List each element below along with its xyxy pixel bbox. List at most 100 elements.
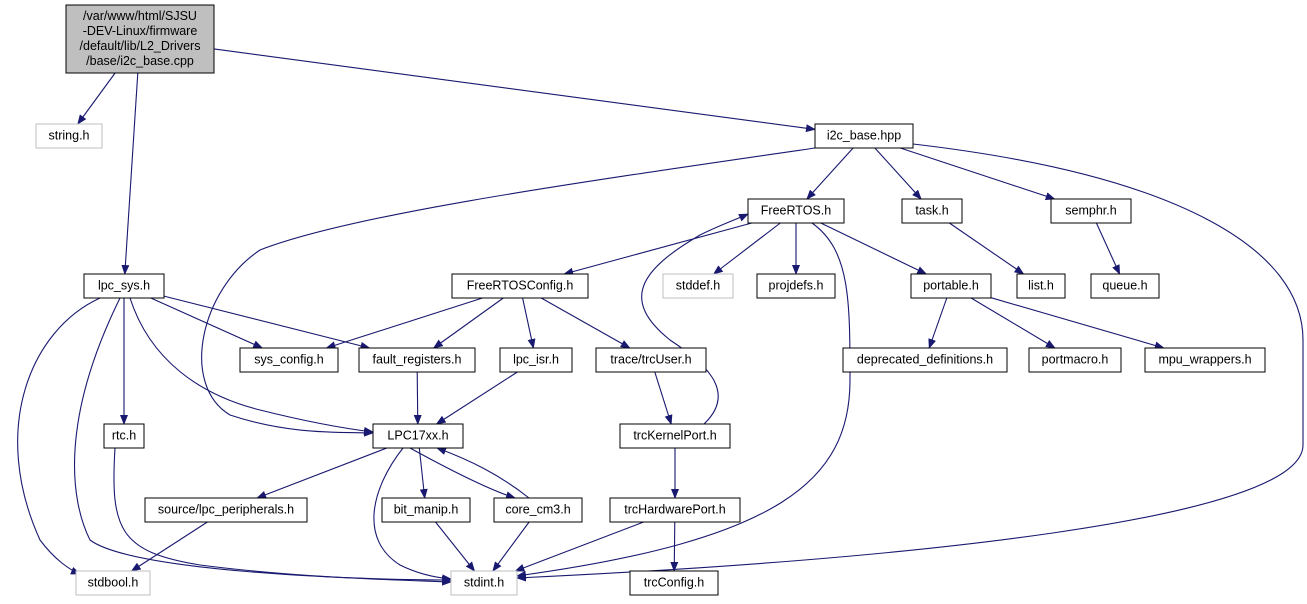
node-box xyxy=(493,497,583,523)
node-box xyxy=(609,497,741,523)
node-label: rtc.h xyxy=(112,428,136,442)
node-label: stdint.h xyxy=(464,575,504,589)
node-sys-config-h[interactable]: sys_config.h xyxy=(239,347,339,373)
node-label: FreeRTOSConfig.h xyxy=(467,278,574,292)
edge-core-cm3-h-to-lpc17xx-h xyxy=(436,447,530,499)
node-fault-registers-h[interactable]: fault_registers.h xyxy=(358,347,476,373)
node-trcuser-h[interactable]: trace/trcUser.h xyxy=(595,347,707,373)
edge-freertosconfig-h-to-sys-config-h xyxy=(325,297,483,350)
edge-lpc17xx-h-to-stdint-h xyxy=(373,447,452,583)
nodes-layer: /var/www/html/SJSU-DEV-Linux/firmware/de… xyxy=(35,4,1266,596)
node-queue-h[interactable]: queue.h xyxy=(1090,273,1160,299)
node-bit-manip-h[interactable]: bit_manip.h xyxy=(381,497,471,523)
edge-freertosconfig-h-to-lpc-isr-h xyxy=(522,297,536,349)
node-box xyxy=(381,497,471,523)
node-box xyxy=(910,273,992,299)
node-core-cm3-h[interactable]: core_cm3.h xyxy=(493,497,583,523)
edge-freertosconfig-h-to-trcuser-h xyxy=(540,297,631,349)
edge-lpc17xx-h-to-source-lpc-peripherals-h xyxy=(256,447,388,499)
edge-lpc-sys-h-to-sys-config-h xyxy=(150,297,264,349)
edge-freertos-h-to-portable-h xyxy=(820,222,928,275)
node-label: fault_registers.h xyxy=(373,352,462,366)
node-box xyxy=(239,347,339,373)
edge-core-cm3-h-to-stdint-h xyxy=(492,521,530,572)
node-lpc-sys-h[interactable]: lpc_sys.h xyxy=(83,273,165,299)
node-list-h[interactable]: list.h xyxy=(1016,273,1066,299)
edge-freertos-h-to-freertosconfig-h xyxy=(563,222,752,276)
edge-bit-manip-h-to-stdint-h xyxy=(435,521,476,572)
node-box xyxy=(83,273,165,299)
node-box xyxy=(358,347,476,373)
node-lpc-isr-h[interactable]: lpc_isr.h xyxy=(499,347,573,373)
node-label: trcKernelPort.h xyxy=(633,428,716,442)
edge-task-h-to-list-h xyxy=(949,222,1025,275)
edge-lpc17xx-h-to-core-cm3-h xyxy=(409,447,516,500)
node-box xyxy=(1090,273,1160,299)
edge-semphr-h-to-queue-h xyxy=(1095,222,1121,275)
node-label: lpc_sys.h xyxy=(98,278,150,292)
edge-portable-h-to-portmacro-h xyxy=(970,297,1056,349)
node-box xyxy=(103,423,145,449)
node-trchardwareport-h[interactable]: trcHardwarePort.h xyxy=(609,497,741,523)
node-deprecated-definitions-h[interactable]: deprecated_definitions.h xyxy=(842,347,1008,373)
node-freertos-h[interactable]: FreeRTOS.h xyxy=(747,198,845,224)
edge-trckernelport-h-to-freertos-h xyxy=(641,213,749,425)
node-label: portable.h xyxy=(923,278,979,292)
node-string-h[interactable]: string.h xyxy=(35,123,103,149)
node-semphr-h[interactable]: semphr.h xyxy=(1050,198,1132,224)
node-freertosconfig-h[interactable]: FreeRTOSConfig.h xyxy=(451,273,589,299)
node-label: deprecated_definitions.h xyxy=(857,352,993,366)
node-label: -DEV-Linux/firmware xyxy=(83,24,198,38)
edge-freertos-h-to-stddef-h xyxy=(712,222,781,275)
node-label: queue.h xyxy=(1102,278,1147,292)
node-label: FreeRTOS.h xyxy=(761,203,831,217)
node-box xyxy=(451,273,589,299)
node-stdint-h[interactable]: stdint.h xyxy=(450,570,518,596)
edge-lpc-isr-h-to-lpc17xx-h xyxy=(435,371,518,425)
node-label: stddef.h xyxy=(676,278,721,292)
node-label: sys_config.h xyxy=(254,352,324,366)
edge-rtc-h-to-stdint-h xyxy=(113,447,452,586)
node-mpu-wrappers-h[interactable]: mpu_wrappers.h xyxy=(1144,347,1266,373)
edge-i2c-base-hpp-to-freertos-h xyxy=(806,147,854,200)
node-label: trace/trcUser.h xyxy=(610,352,691,366)
node-stdbool-h[interactable]: stdbool.h xyxy=(75,570,151,596)
node-box xyxy=(662,273,734,299)
node-label: source/lpc_peripherals.h xyxy=(158,502,294,516)
node-box xyxy=(814,123,914,149)
node-label: projdefs.h xyxy=(769,278,824,292)
node-label: semphr.h xyxy=(1065,203,1116,217)
edge-portable-h-to-mpu-wrappers-h xyxy=(990,297,1165,350)
node-rtc-h[interactable]: rtc.h xyxy=(103,423,145,449)
edge-portable-h-to-deprecated-definitions-h xyxy=(928,297,948,349)
edge-fault-registers-h-to-lpc17xx-h xyxy=(413,371,422,425)
node-label: core_cm3.h xyxy=(505,502,570,516)
node-portmacro-h[interactable]: portmacro.h xyxy=(1028,347,1122,373)
node-task-h[interactable]: task.h xyxy=(901,198,963,224)
node-box xyxy=(450,570,518,596)
node-stddef-h[interactable]: stddef.h xyxy=(662,273,734,299)
node-label: portmacro.h xyxy=(1042,352,1109,366)
node-root[interactable]: /var/www/html/SJSU-DEV-Linux/firmware/de… xyxy=(65,4,215,74)
edge-source-lpc-peripherals-h-to-stdbool-h xyxy=(130,521,208,572)
node-label: mpu_wrappers.h xyxy=(1158,352,1251,366)
edge-trchardwareport-h-to-stdint-h xyxy=(514,521,644,572)
node-box xyxy=(499,347,573,373)
node-box xyxy=(35,123,103,149)
node-source-lpc-peripherals-h[interactable]: source/lpc_peripherals.h xyxy=(144,497,308,523)
node-projdefs-h[interactable]: projdefs.h xyxy=(756,273,836,299)
edge-root-to-i2c-base-hpp xyxy=(213,48,816,133)
node-label: /base/i2c_base.cpp xyxy=(86,54,194,68)
edge-lpc-sys-h-to-lpc17xx-h xyxy=(129,297,374,435)
node-i2c-base-hpp[interactable]: i2c_base.hpp xyxy=(814,123,914,149)
edge-lpc-sys-h-to-fault-registers-h xyxy=(163,295,371,350)
node-trckernelport-h[interactable]: trcKernelPort.h xyxy=(619,423,731,449)
edge-i2c-base-hpp-to-semphr-h xyxy=(900,147,1056,200)
node-trcconfig-h[interactable]: trcConfig.h xyxy=(629,570,719,596)
node-label: /var/www/html/SJSU xyxy=(83,9,197,23)
node-portable-h[interactable]: portable.h xyxy=(910,273,992,299)
node-label: LPC17xx.h xyxy=(387,428,448,442)
node-lpc17xx-h[interactable]: LPC17xx.h xyxy=(372,423,464,449)
edge-lpc17xx-h-to-bit-manip-h xyxy=(418,447,428,499)
